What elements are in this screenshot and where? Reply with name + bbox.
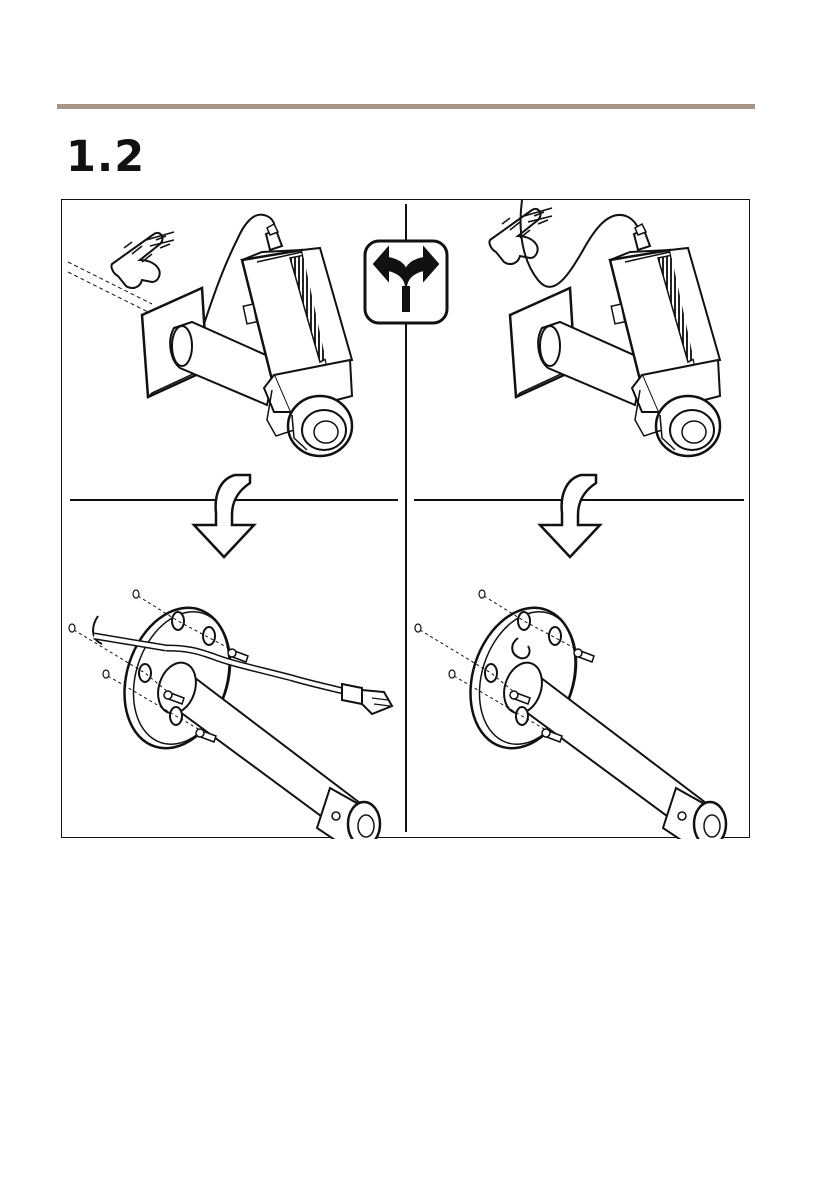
- pointing-hand-icon: [111, 232, 174, 288]
- camera-with-external-cable: [489, 200, 720, 456]
- installation-figure: [61, 199, 750, 838]
- camera-with-cable-through-wall: [68, 215, 352, 456]
- section-number: 1.2: [66, 131, 145, 183]
- header-rule: [57, 104, 755, 109]
- installation-illustration: [62, 200, 751, 839]
- bracket-with-cable: [69, 590, 392, 839]
- down-arrow-icon: [194, 475, 254, 557]
- choice-arrows-icon: [365, 241, 447, 323]
- bracket-without-cable: [415, 590, 726, 839]
- down-arrow-icon: [540, 475, 600, 557]
